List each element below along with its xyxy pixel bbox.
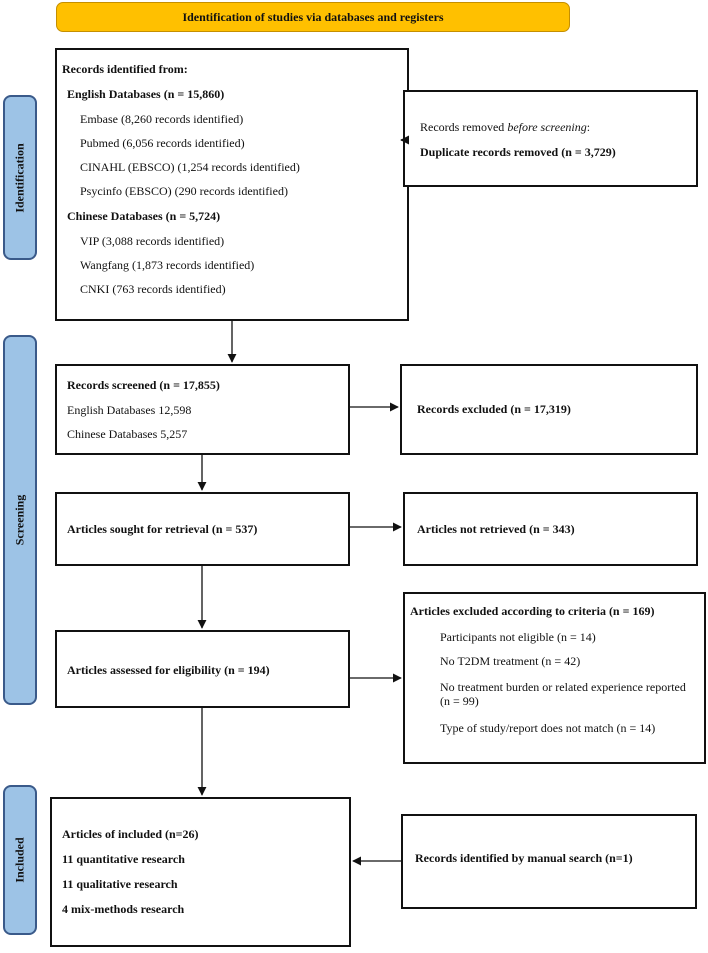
criteria-heading: Articles excluded according to criteria …: [410, 604, 655, 618]
criteria-item: Type of study/report does not match (n =…: [440, 721, 656, 735]
records-excluded-box: Records excluded (n = 17,319): [400, 364, 698, 455]
manual-label: Records identified by manual search (n=1…: [415, 851, 633, 865]
records-removed-box: Records removed before screening: Duplic…: [403, 90, 698, 187]
assessed-box: Articles assessed for eligibility (n = 1…: [55, 630, 350, 708]
removed-italic: before screening: [507, 120, 587, 134]
flow-title: Identification of studies via databases …: [182, 9, 444, 24]
included-item: 11 quantitative research: [62, 852, 185, 866]
removed-prefix: Records removed: [420, 120, 508, 134]
excluded-label: Records excluded (n = 17,319): [417, 402, 571, 416]
phase-included: Included: [3, 785, 37, 935]
records-screened-box: Records screened (n = 17,855) English Da…: [55, 364, 350, 455]
english-databases-heading: English Databases (n = 15,860): [67, 87, 225, 101]
sought-label: Articles sought for retrieval (n = 537): [67, 522, 258, 536]
chinese-db-item: CNKI (763 records identified): [80, 282, 226, 296]
chinese-db-item: Wangfang (1,873 records identified): [80, 258, 255, 272]
included-heading: Articles of included (n=26): [62, 827, 199, 841]
duplicates-removed: Duplicate records removed (n = 3,729): [420, 145, 616, 159]
english-db-item: Pubmed (6,056 records identified): [80, 136, 245, 150]
not-retrieved-box: Articles not retrieved (n = 343): [403, 492, 698, 566]
not-retrieved-label: Articles not retrieved (n = 343): [417, 522, 575, 536]
chinese-databases-heading: Chinese Databases (n = 5,724): [67, 209, 221, 223]
records-identified-box: Records identified from: English Databas…: [55, 48, 409, 321]
manual-search-box: Records identified by manual search (n=1…: [401, 814, 697, 909]
removed-suffix: :: [586, 120, 591, 134]
criteria-item: (n = 99): [440, 694, 479, 708]
phase-screening: Screening: [3, 335, 37, 705]
included-box: Articles of included (n=26) 11 quantitat…: [50, 797, 351, 947]
included-item: 4 mix-methods research: [62, 902, 185, 916]
criteria-item: No treatment burden or related experienc…: [440, 680, 686, 694]
screened-item: Chinese Databases 5,257: [67, 427, 188, 441]
phase-identification: Identification: [3, 95, 37, 260]
assessed-label: Articles assessed for eligibility (n = 1…: [67, 663, 270, 677]
criteria-item: No T2DM treatment (n = 42): [440, 654, 581, 668]
criteria-item: Participants not eligible (n = 14): [440, 630, 596, 644]
screened-heading: Records screened (n = 17,855): [67, 378, 220, 392]
identified-heading: Records identified from:: [62, 62, 188, 76]
english-db-item: Psycinfo (EBSCO) (290 records identified…: [80, 184, 288, 198]
chinese-db-item: VIP (3,088 records identified): [80, 234, 225, 248]
included-item: 11 qualitative research: [62, 877, 178, 891]
english-db-item: Embase (8,260 records identified): [80, 112, 244, 126]
flow-title-banner: Identification of studies via databases …: [56, 2, 570, 32]
articles-sought-box: Articles sought for retrieval (n = 537): [55, 492, 350, 566]
removed-line-1: Records removed before screening:: [420, 120, 590, 135]
criteria-excluded-box: Articles excluded according to criteria …: [403, 592, 706, 764]
english-db-item: CINAHL (EBSCO) (1,254 records identified…: [80, 160, 300, 174]
screened-item: English Databases 12,598: [67, 403, 192, 417]
